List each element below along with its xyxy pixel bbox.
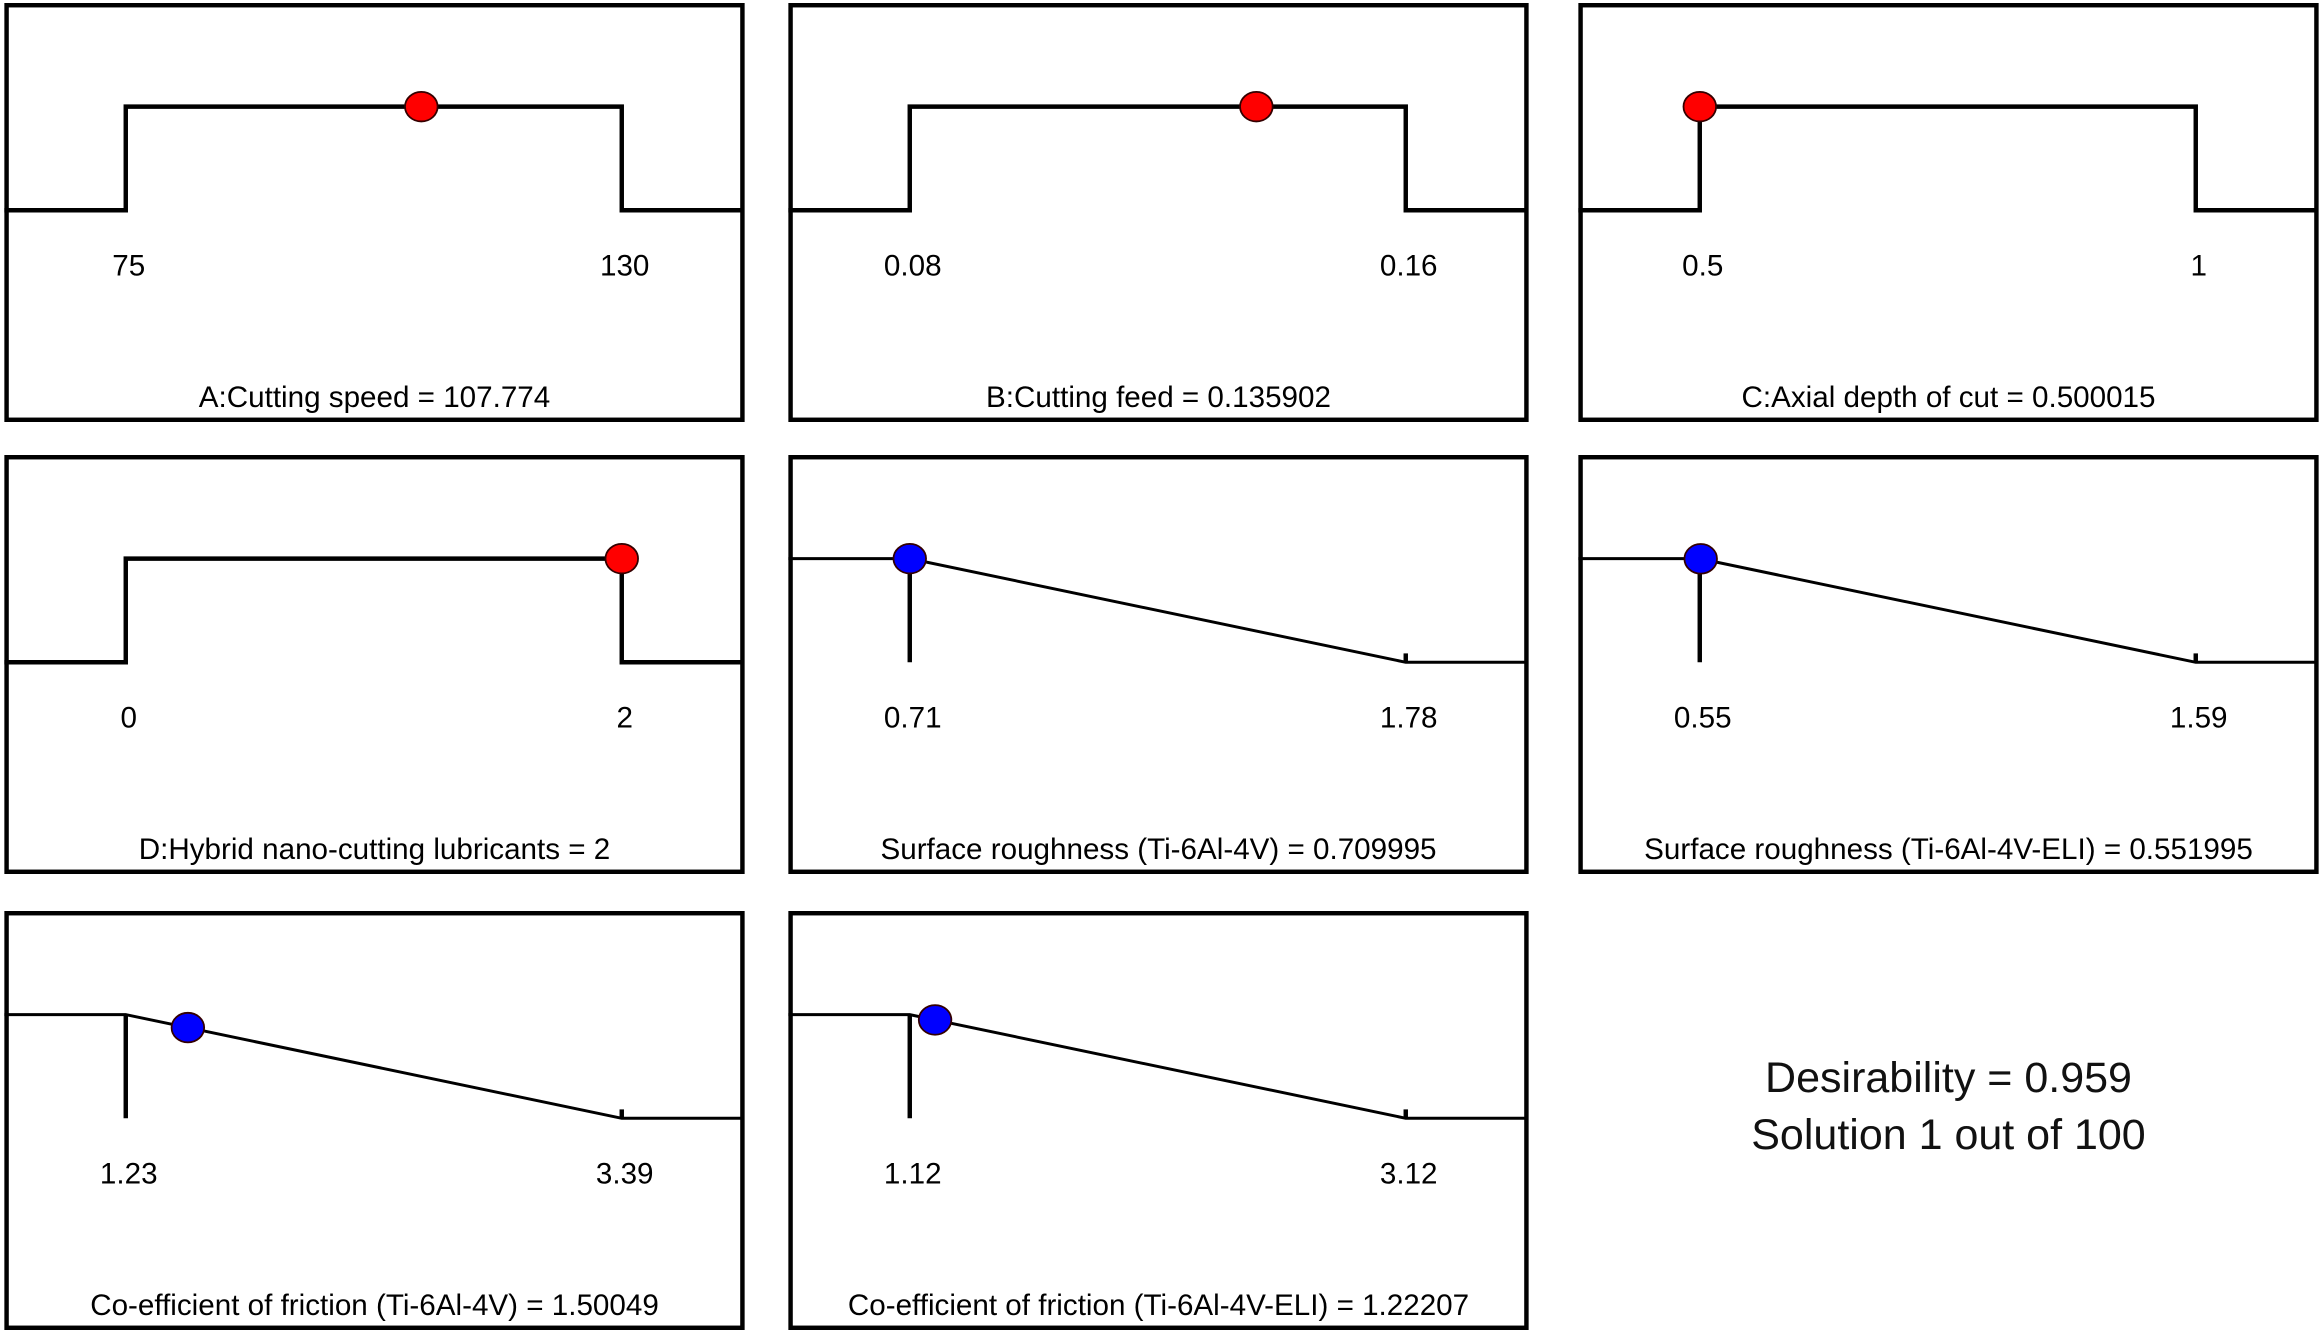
low-limit-label: 75 [112, 249, 145, 282]
high-limit-label: 3.39 [596, 1157, 654, 1190]
desirability-ramp [4, 556, 742, 665]
high-limit-label: 2 [616, 701, 632, 734]
panel-caption: Surface roughness (Ti-6Al-4V-ELI) = 0.55… [1644, 833, 2253, 866]
desirability-ramp [4, 1013, 742, 1120]
low-limit-label: 1.12 [884, 1157, 942, 1190]
desirability-value: Desirability = 0.959 [1765, 1054, 2132, 1102]
panel-caption: D:Hybrid nano-cutting lubricants = 2 [139, 833, 611, 866]
solution-point [917, 1004, 953, 1036]
desirability-ramp [1578, 104, 2316, 213]
solution-label: Solution 1 out of 100 [1751, 1111, 2146, 1159]
desirability-ramp [788, 1013, 1526, 1120]
panel-frame [788, 455, 1529, 874]
high-limit-label: 130 [600, 249, 649, 282]
high-limit-label: 3.12 [1380, 1157, 1438, 1190]
solution-point [404, 90, 439, 123]
solution-point [1683, 543, 1718, 575]
low-limit-label: 0.71 [884, 701, 942, 734]
high-limit-label: 1.78 [1380, 701, 1438, 734]
solution-point [892, 542, 927, 575]
solution-point [170, 1011, 206, 1044]
solution-point [1682, 90, 1717, 123]
panel-frame [788, 911, 1529, 1330]
high-limit-label: 0.16 [1380, 249, 1438, 282]
panel-caption: A:Cutting speed = 107.774 [199, 381, 550, 414]
low-limit-label: 0.55 [1674, 701, 1732, 734]
panel-caption: Co-efficient of friction (Ti-6Al-4V-ELI)… [848, 1289, 1469, 1322]
high-limit-label: 1 [2190, 249, 2206, 282]
desirability-summary: Desirability = 0.959 Solution 1 out of 1… [1578, 1050, 2319, 1164]
high-limit-label: 1.59 [2170, 701, 2228, 734]
low-limit-label: 0 [120, 701, 136, 734]
low-limit-label: 1.23 [100, 1157, 158, 1190]
solution-point [1239, 90, 1274, 123]
panel-frame [1578, 455, 2319, 874]
desirability-ramp [788, 557, 1526, 664]
desirability-ramp [788, 104, 1526, 213]
panel-caption: C:Axial depth of cut = 0.500015 [1742, 381, 2156, 414]
desirability-ramp [1578, 557, 2316, 664]
low-limit-label: 0.5 [1682, 249, 1723, 282]
panel-svg: 0.08 0.16B:Cutting feed = 0.135902 [788, 3, 1529, 422]
panel-caption: Co-efficient of friction (Ti-6Al-4V) = 1… [90, 1289, 659, 1322]
panel-caption: Surface roughness (Ti-6Al-4V) = 0.709995 [880, 833, 1436, 866]
low-limit-label: 0.08 [884, 249, 942, 282]
desirability-ramp [4, 104, 742, 213]
panel-frame [4, 911, 745, 1330]
solution-point [604, 542, 639, 575]
panel-svg: 0 2D:Hybrid nano-cutting lubricants = 2 [4, 455, 745, 874]
panel-svg: 0.5 1C:Axial depth of cut = 0.500015 [1578, 3, 2319, 422]
panel-caption: B:Cutting feed = 0.135902 [986, 381, 1331, 414]
